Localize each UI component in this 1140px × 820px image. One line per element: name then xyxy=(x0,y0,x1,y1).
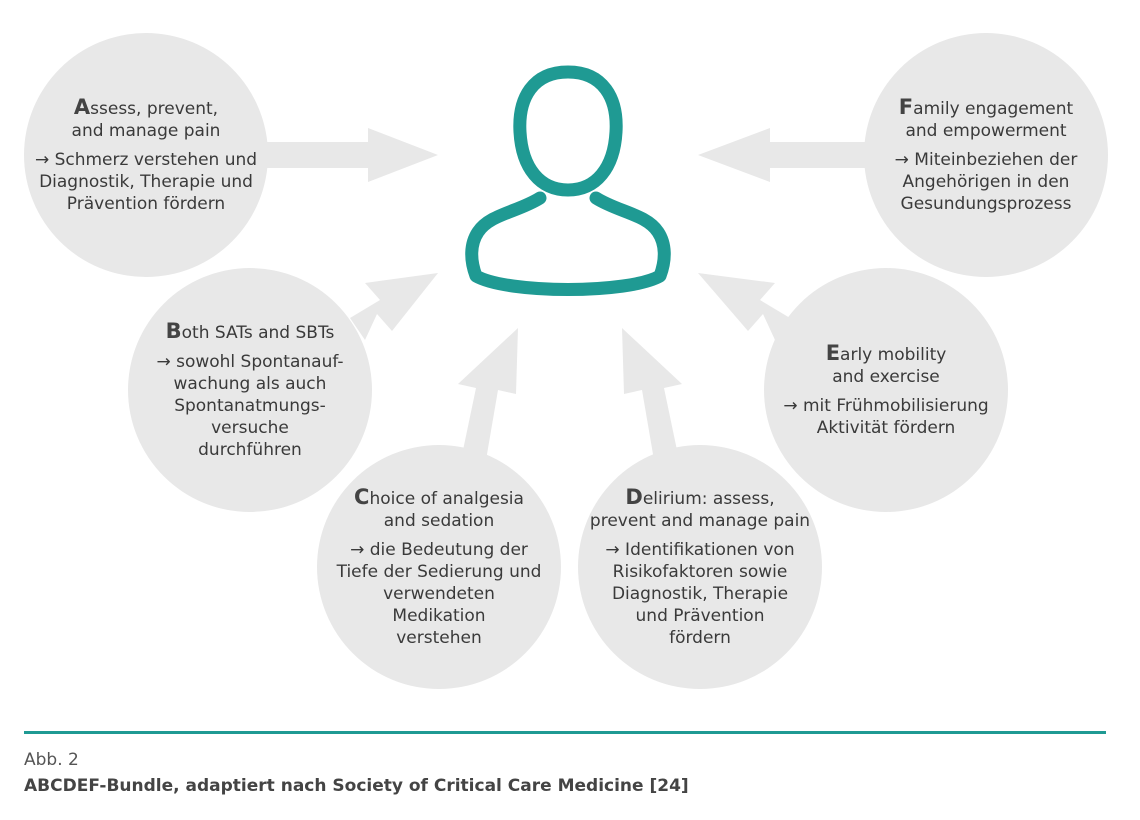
bubble-e-desc: → mit Frühmobilisierung Aktivität förder… xyxy=(783,395,989,438)
arrow-a xyxy=(265,128,438,182)
bubble-c-letter: C xyxy=(354,484,370,509)
figure-caption: ABCDEF-Bundle, adaptiert nach Society of… xyxy=(24,776,689,796)
bubble-d-letter: D xyxy=(625,484,643,509)
bubble-f: Family engagement and empowerment → Mite… xyxy=(864,33,1108,277)
bubble-f-letter: F xyxy=(898,94,914,119)
caption-divider xyxy=(24,731,1106,734)
arrow-c xyxy=(458,328,518,460)
bubble-f-desc: → Miteinbeziehen der Angehörigen in den … xyxy=(894,149,1078,214)
bubble-f-title: Family engagement and empowerment xyxy=(898,94,1074,141)
bubble-e-title: Early mobility and exercise xyxy=(825,340,947,387)
bubble-a-desc: → Schmerz verstehen und Diagnostik, Ther… xyxy=(34,149,258,214)
bubble-b-letter: B xyxy=(165,318,182,343)
bubble-e-letter: E xyxy=(825,340,841,365)
figure-label: Abb. 2 xyxy=(24,750,79,770)
bubble-a: Assess, prevent, and manage pain → Schme… xyxy=(24,33,268,277)
bubble-c-title: Choice of analgesia and sedation xyxy=(354,484,524,531)
bubble-a-letter: A xyxy=(73,94,91,119)
arrow-f xyxy=(698,128,875,182)
bubble-b-desc: → sowohl Spontanauf- wachung als auch Sp… xyxy=(156,351,344,460)
bubble-b-title: Both SATs and SBTs xyxy=(165,318,335,343)
arrow-d xyxy=(622,328,682,460)
person-icon xyxy=(465,65,671,296)
arrows-layer xyxy=(265,128,875,460)
bubble-b: Both SATs and SBTs → sowohl Spontanauf- … xyxy=(128,268,372,512)
bubble-d-title: Delirium: assess, prevent and manage pai… xyxy=(589,484,811,531)
arrow-b xyxy=(350,273,438,340)
bubble-a-title: Assess, prevent, and manage pain xyxy=(71,94,221,141)
bubble-d: Delirium: assess, prevent and manage pai… xyxy=(578,445,822,689)
bubble-c: Choice of analgesia and sedation → die B… xyxy=(317,445,561,689)
bubble-d-desc: → Identifikationen von Risikofaktoren so… xyxy=(605,539,795,648)
bubble-c-desc: → die Bedeutung der Tiefe der Sedierung … xyxy=(336,539,542,648)
bubble-e: Early mobility and exercise → mit Frühmo… xyxy=(764,268,1008,512)
arrow-e xyxy=(698,273,790,340)
